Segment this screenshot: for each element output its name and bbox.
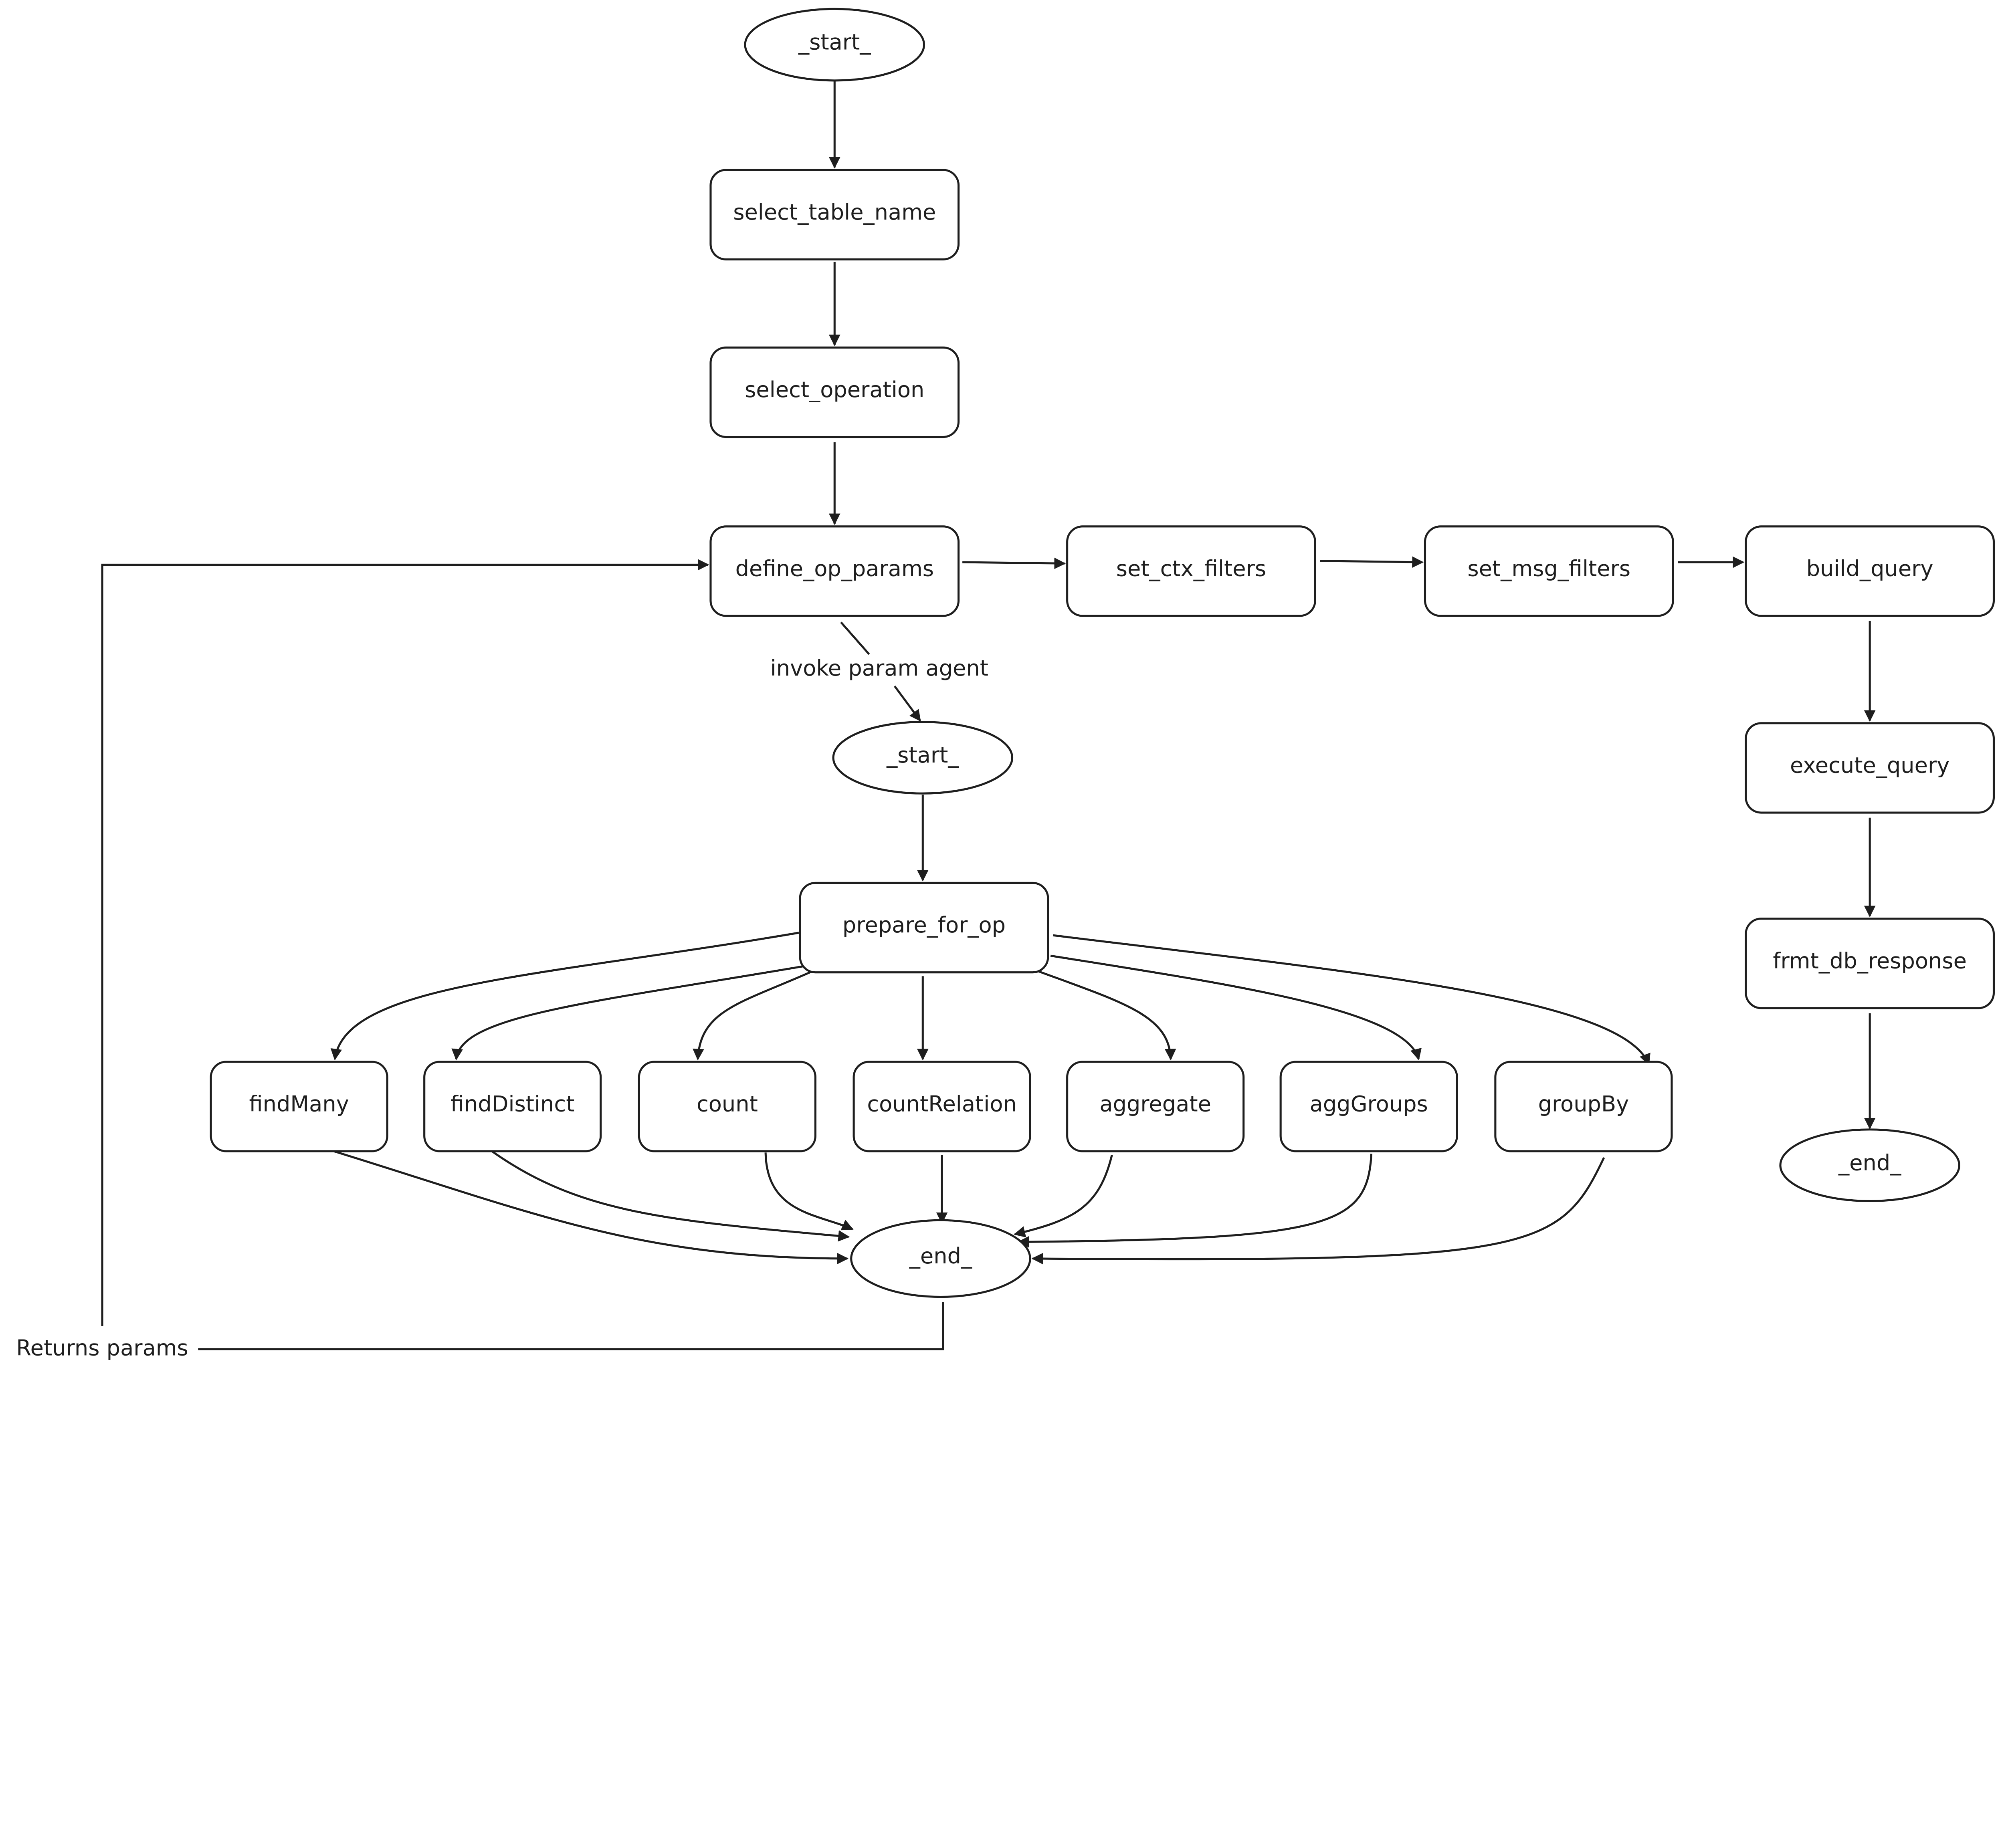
node-shape (1279, 1061, 1458, 1152)
node-label: countRelation (867, 1091, 1017, 1117)
node-label: frmt_db_response (1773, 948, 1967, 973)
node-shape (709, 525, 960, 617)
node-count: count (638, 1061, 816, 1152)
node-findMany: findMany (210, 1061, 388, 1152)
edges (101, 80, 1876, 1350)
node-set_ctx_filters: set_ctx_filters (1066, 525, 1316, 617)
edge-aggregate-to-end_sub (1014, 1155, 1113, 1238)
node-label: select_table_name (733, 200, 936, 225)
node-label: groupBy (1538, 1091, 1629, 1117)
edge-count-to-end_sub (764, 1152, 854, 1231)
edge-aggGroups-to-end_sub (1017, 1154, 1373, 1248)
node-end_sub: _end_ (850, 1219, 1031, 1298)
node-aggregate: aggregate (1066, 1061, 1245, 1152)
node-label: select_operation (745, 377, 924, 402)
node-label: _start_ (798, 30, 871, 55)
node-label: _end_ (909, 1243, 972, 1269)
node-shape (1745, 722, 1995, 814)
node-shape (1745, 525, 1995, 617)
edge-prepare_for_op-to-findDistinct (451, 965, 806, 1061)
edge-findMany-to-end_sub (329, 1149, 849, 1265)
node-label: count (697, 1091, 758, 1117)
node-frmt_db_response: frmt_db_response (1745, 918, 1995, 1009)
edge-findDistinct-to-end_sub (482, 1144, 850, 1242)
edge-define_op_params-to-set_ctx_filters (962, 557, 1066, 569)
node-shape (853, 1061, 1031, 1152)
edge-prepare_for_op-to-aggGroups (1050, 954, 1422, 1061)
node-label: set_ctx_filters (1116, 556, 1266, 581)
node-shape (1066, 1061, 1245, 1152)
node-shape (638, 1061, 816, 1152)
node-label: define_op_params (735, 556, 934, 581)
node-shape (1424, 525, 1674, 617)
node-label: aggGroups (1310, 1091, 1428, 1117)
nodes: _start_ select_table_name select_operation… (210, 8, 1995, 1298)
node-label: prepare_for_op (842, 912, 1006, 938)
edge-prepare_for_op-to-aggregate (1037, 970, 1176, 1061)
node-aggGroups: aggGroups (1279, 1061, 1458, 1152)
node-label: _start_ (886, 742, 959, 768)
edge-define_op_params-to-start_sub (840, 621, 920, 721)
node-set_msg_filters: set_msg_filters (1424, 525, 1674, 617)
node-select_operation: select_operation (709, 346, 960, 438)
node-shape (832, 721, 1014, 795)
edge-prepare_for_op-to-findMany (330, 932, 799, 1061)
node-shape (210, 1061, 388, 1152)
edge-prepare_for_op-to-groupBy (1053, 934, 1650, 1065)
node-shape (799, 882, 1049, 974)
node-shape (744, 8, 925, 82)
node-label: findDistinct (450, 1091, 575, 1117)
node-shape (1745, 918, 1995, 1009)
node-label: findMany (249, 1091, 349, 1117)
node-start_main: _start_ (744, 8, 925, 82)
node-start_sub: _start_ (832, 721, 1014, 795)
node-shape (1494, 1061, 1673, 1152)
node-label: set_msg_filters (1467, 556, 1630, 581)
node-groupBy: groupBy (1494, 1061, 1673, 1152)
edge-label: invoke param agent (770, 656, 988, 681)
node-select_table_name: select_table_name (709, 169, 960, 260)
node-label: _end_ (1838, 1150, 1901, 1175)
node-end_main: _end_ (1779, 1128, 1960, 1202)
node-label: build_query (1806, 556, 1933, 581)
node-shape (423, 1061, 602, 1152)
node-findDistinct: findDistinct (423, 1061, 602, 1152)
node-prepare_for_op: prepare_for_op (799, 882, 1049, 974)
node-shape (709, 169, 960, 260)
node-label: aggregate (1099, 1091, 1211, 1117)
node-shape (1066, 525, 1316, 617)
node-shape (1779, 1128, 1960, 1202)
node-build_query: build_query (1745, 525, 1995, 617)
node-execute_query: execute_query (1745, 722, 1995, 814)
edge-prepare_for_op-to-count (693, 970, 814, 1061)
node-label: execute_query (1790, 753, 1949, 778)
node-countRelation: countRelation (853, 1061, 1031, 1152)
edge-label: Returns params (16, 1336, 188, 1361)
node-shape (709, 346, 960, 438)
edge-set_ctx_filters-to-set_msg_filters (1320, 556, 1424, 568)
edge-groupBy-to-end_sub (1031, 1157, 1605, 1265)
node-shape (850, 1219, 1031, 1298)
edge-end_sub-to-define_op_params (101, 565, 944, 1350)
flow-diagram: _start_ select_table_name select_operation… (16, 8, 1995, 1361)
node-define_op_params: define_op_params (709, 525, 960, 617)
